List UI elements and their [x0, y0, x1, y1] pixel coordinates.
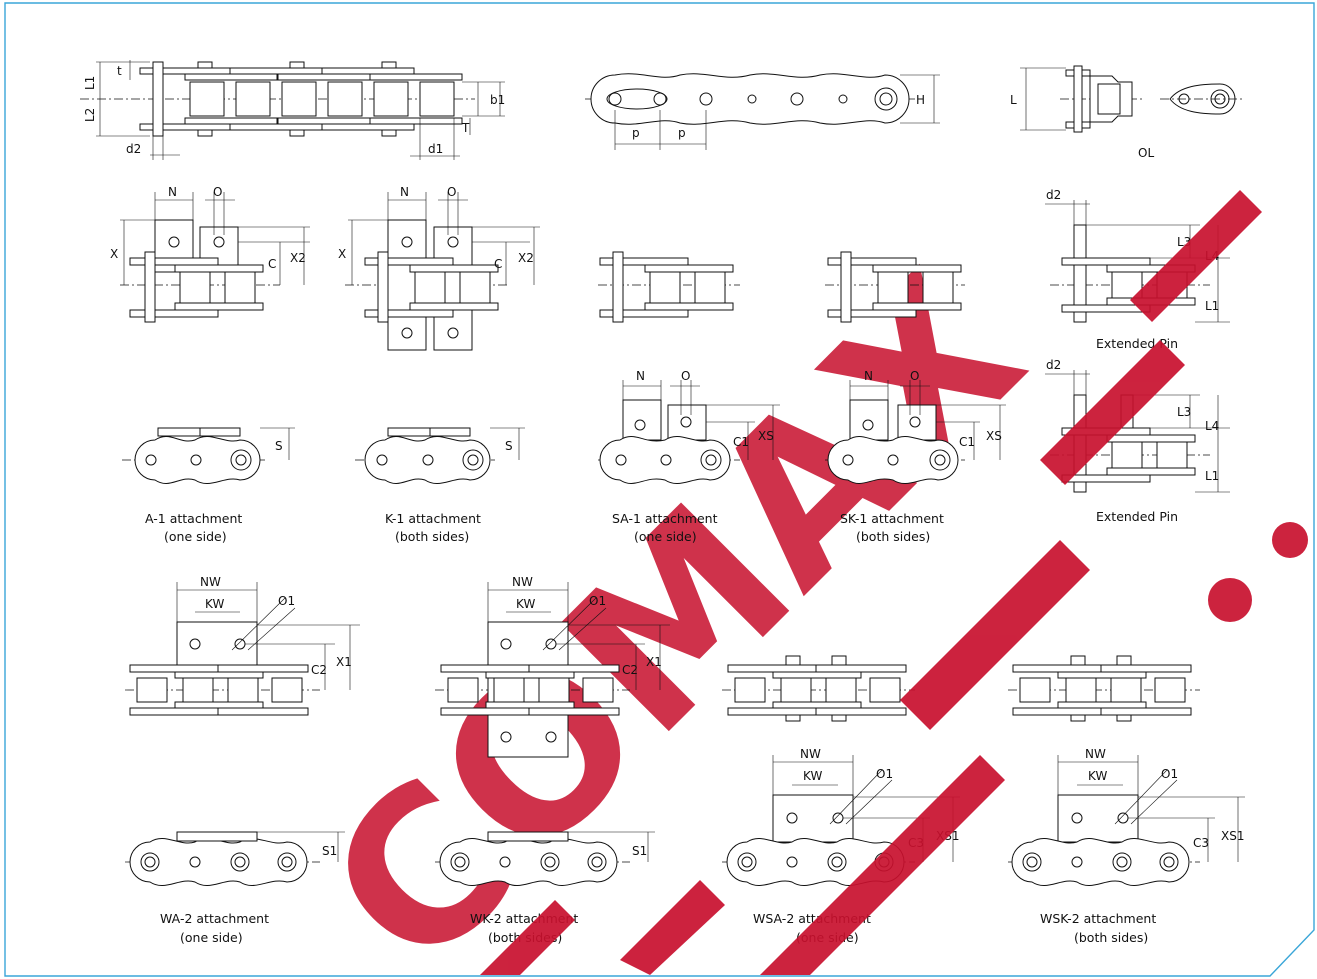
- sk1-label-O: O: [910, 369, 919, 383]
- wk2-top-view: NW KW O1 C2 X1: [435, 575, 670, 758]
- k1-label-S: S: [505, 439, 513, 453]
- ep2-label-d2: d2: [1046, 358, 1061, 372]
- k1-label-X2: X2: [518, 251, 534, 265]
- sk1-label-XS: XS: [986, 429, 1002, 443]
- sheet-frame: [4, 2, 1315, 977]
- a1-caption-2: (one side): [164, 529, 227, 544]
- sa1-label-C1: C1: [733, 435, 749, 449]
- watermark-shapes: [480, 190, 1308, 975]
- wa2-label-NW: NW: [200, 575, 221, 589]
- wsk2-caption-2: (both sides): [1074, 930, 1148, 945]
- caption-OL: OL: [1138, 146, 1154, 160]
- label-T: T: [461, 121, 470, 135]
- wa2-label-C2: C2: [311, 663, 327, 677]
- label-t: t: [117, 64, 122, 78]
- a1-label-N: N: [168, 185, 177, 199]
- a1-caption-1: A-1 attachment: [145, 511, 242, 526]
- wa2-caption-1: WA-2 attachment: [160, 911, 269, 926]
- wa2-caption-2: (one side): [180, 930, 243, 945]
- wsa2-label-KW: KW: [803, 769, 822, 783]
- label-b1: b1: [490, 93, 505, 107]
- wk2-label-S1: S1: [632, 844, 647, 858]
- wsk2-label-O1: O1: [1161, 767, 1178, 781]
- sk1-label-C1: C1: [959, 435, 975, 449]
- k1-caption-2: (both sides): [395, 529, 469, 544]
- k1-label-N: N: [400, 185, 409, 199]
- sk1-top-view: [825, 251, 965, 323]
- sa1-top-view: [598, 251, 740, 323]
- wk2-label-X1: X1: [646, 655, 662, 669]
- k1-top-view: N O X C X2: [338, 185, 540, 351]
- side-view-chain: L1 L2 t b1 T d2 d1: [80, 60, 505, 160]
- sk1-caption-1: SK-1 attachment: [840, 511, 944, 526]
- label-d1: d1: [428, 142, 443, 156]
- a1-label-S: S: [275, 439, 283, 453]
- wsk2-label-C3: C3: [1193, 836, 1209, 850]
- sa1-caption-2: (one side): [634, 529, 697, 544]
- sk1-side-view: N O C1 XS SK-1 attachment (both sides): [825, 369, 1006, 544]
- ep1-label-d2: d2: [1046, 188, 1061, 202]
- label-L2: L2: [83, 108, 97, 122]
- a1-label-X2: X2: [290, 251, 306, 265]
- wsk2-side-view: NW KW O1 C3 XS1 WSK-2 attachment (both s…: [1008, 747, 1245, 945]
- sa1-side-view: N O C1 XS SA-1 attachment (one side): [598, 369, 780, 544]
- label-H: H: [916, 93, 925, 107]
- label-p-1: p: [632, 126, 640, 140]
- k1-label-X: X: [338, 247, 346, 261]
- a1-label-X: X: [110, 247, 118, 261]
- wk2-label-C2: C2: [622, 663, 638, 677]
- a1-top-view: N O X C X2: [110, 185, 310, 323]
- ep2-label-L4: L4: [1205, 419, 1219, 433]
- wsk2-top-view: [1008, 655, 1200, 722]
- ep2-caption: Extended Pin: [1096, 509, 1178, 524]
- wa2-label-S1: S1: [322, 844, 337, 858]
- wa2-label-KW: KW: [205, 597, 224, 611]
- sk1-label-N: N: [864, 369, 873, 383]
- ep1-label-L1: L1: [1205, 299, 1219, 313]
- ep2-label-L1: L1: [1205, 469, 1219, 483]
- wsa2-top-view: [722, 655, 915, 722]
- sa1-caption-1: SA-1 attachment: [612, 511, 718, 526]
- wsa2-label-O1: O1: [876, 767, 893, 781]
- label-L: L: [1010, 93, 1017, 107]
- wsk2-caption-1: WSK-2 attachment: [1040, 911, 1156, 926]
- label-d2: d2: [126, 142, 141, 156]
- wa2-label-X1: X1: [336, 655, 352, 669]
- k1-caption-1: K-1 attachment: [385, 511, 481, 526]
- a1-side-view: S A-1 attachment (one side): [122, 427, 295, 544]
- label-L1: L1: [83, 76, 97, 90]
- wsk2-label-NW: NW: [1085, 747, 1106, 761]
- plan-view-chain: p p H: [585, 73, 940, 150]
- wsk2-label-KW: KW: [1088, 769, 1107, 783]
- k1-side-view: S K-1 attachment (both sides): [355, 427, 525, 544]
- sa1-label-XS: XS: [758, 429, 774, 443]
- wsk2-label-XS1: XS1: [1221, 829, 1244, 843]
- wa2-side-view: S1 WA-2 attachment (one side): [125, 831, 345, 945]
- sk1-caption-2: (both sides): [856, 529, 930, 544]
- sa1-label-O: O: [681, 369, 690, 383]
- wk2-label-KW: KW: [516, 597, 535, 611]
- k1-label-O: O: [447, 185, 456, 199]
- a1-label-O: O: [213, 185, 222, 199]
- wk2-label-NW: NW: [512, 575, 533, 589]
- offset-link: L OL: [1010, 65, 1245, 160]
- wa2-top-view: NW KW O1 C2 X1: [125, 575, 360, 716]
- label-p-2: p: [678, 126, 686, 140]
- wsa2-label-NW: NW: [800, 747, 821, 761]
- k1-label-C: C: [494, 257, 502, 271]
- wk2-label-O1: O1: [589, 594, 606, 608]
- wa2-label-O1: O1: [278, 594, 295, 608]
- ep2-label-L3: L3: [1177, 405, 1191, 419]
- a1-label-C: C: [268, 257, 276, 271]
- sa1-label-N: N: [636, 369, 645, 383]
